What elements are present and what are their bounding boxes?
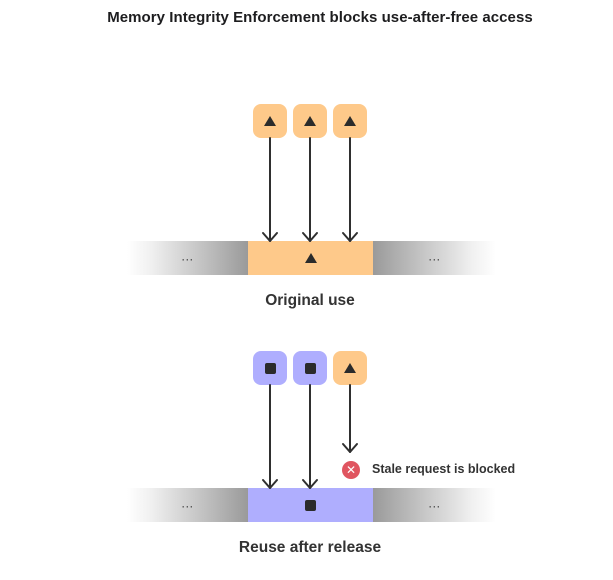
square-icon bbox=[304, 362, 316, 374]
memory-block-allocated bbox=[248, 241, 373, 275]
memory-region-right: ... bbox=[373, 241, 496, 275]
blocked-message: Stale request is blocked bbox=[372, 462, 516, 476]
triangle-icon bbox=[304, 115, 316, 126]
triangle-icon bbox=[344, 115, 356, 126]
arrow-down-blocked-icon bbox=[342, 384, 358, 453]
arrow-down-icon bbox=[262, 384, 278, 489]
memory-region-right: ... bbox=[373, 488, 496, 522]
memory-region-left: ... bbox=[127, 241, 248, 275]
arrow-down-icon bbox=[302, 137, 318, 242]
request-tag-triangle bbox=[253, 104, 287, 138]
ellipsis-label: ... bbox=[181, 495, 194, 511]
triangle-icon bbox=[344, 362, 356, 373]
ellipsis-label: ... bbox=[428, 495, 441, 511]
panel-caption-reuse-after-release: Reuse after release bbox=[238, 539, 382, 556]
memory-block-reallocated bbox=[248, 488, 373, 522]
triangle-icon bbox=[264, 115, 276, 126]
request-tag-triangle-stale bbox=[333, 351, 367, 385]
x-circle-icon: ✕ bbox=[342, 461, 360, 479]
memory-region-left: ... bbox=[127, 488, 248, 522]
triangle-icon bbox=[304, 252, 317, 263]
square-icon bbox=[264, 362, 276, 374]
request-tag-triangle bbox=[333, 104, 367, 138]
request-tag-triangle bbox=[293, 104, 327, 138]
arrow-down-icon bbox=[262, 137, 278, 242]
panel-caption-original-use: Original use bbox=[265, 292, 355, 309]
request-tag-square bbox=[293, 351, 327, 385]
arrow-down-icon bbox=[342, 137, 358, 242]
diagram-title: Memory Integrity Enforcement blocks use-… bbox=[107, 9, 533, 26]
square-icon bbox=[305, 499, 316, 511]
arrow-down-icon bbox=[302, 384, 318, 489]
ellipsis-label: ... bbox=[428, 248, 441, 264]
request-tag-square bbox=[253, 351, 287, 385]
ellipsis-label: ... bbox=[181, 248, 194, 264]
